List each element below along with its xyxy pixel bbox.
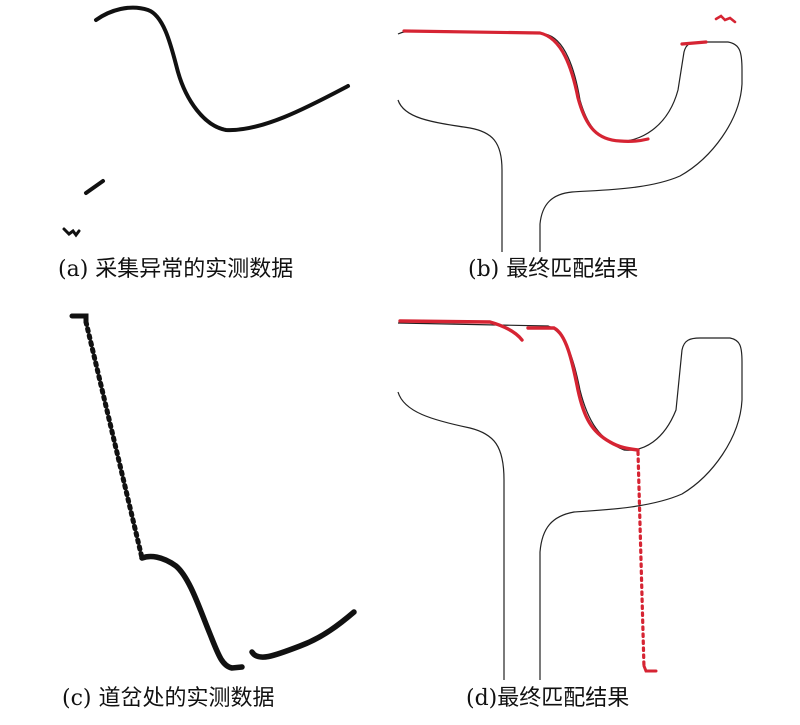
panel-b-final-matching <box>397 14 743 252</box>
measured-trajectory-after-gap <box>249 609 357 660</box>
measured-trajectory-descent <box>83 319 145 561</box>
road-left-branch <box>397 99 503 252</box>
matched-noise-points <box>714 14 737 24</box>
road-right-branch <box>539 70 743 252</box>
matched-trajectory-vertical <box>636 450 646 670</box>
measured-trajectory-fragment <box>84 179 105 195</box>
matched-trajectory-left-segment <box>398 319 524 342</box>
matched-trajectory-main <box>526 326 640 452</box>
panel-c-turnout-measured-data <box>69 313 357 671</box>
measured-noise-points <box>62 227 81 238</box>
road-left-branch <box>397 391 505 680</box>
road-top-curve <box>397 322 743 451</box>
measured-trajectory-main <box>94 5 350 133</box>
matched-trajectory-main <box>402 29 650 143</box>
caption-d: (d)最终匹配结果 <box>466 686 630 711</box>
caption-c: (c) 道岔处的实测数据 <box>62 686 275 711</box>
panel-a-measured-data <box>62 5 350 238</box>
matched-trajectory-short <box>680 40 708 46</box>
road-right-branch <box>539 362 743 680</box>
measured-trajectory-curve <box>139 553 245 671</box>
panel-d-final-matching <box>397 319 743 680</box>
caption-a: (a) 采集异常的实测数据 <box>58 257 294 282</box>
matched-trajectory-end-hook <box>642 664 658 673</box>
caption-b: (b) 最终匹配结果 <box>468 257 639 282</box>
